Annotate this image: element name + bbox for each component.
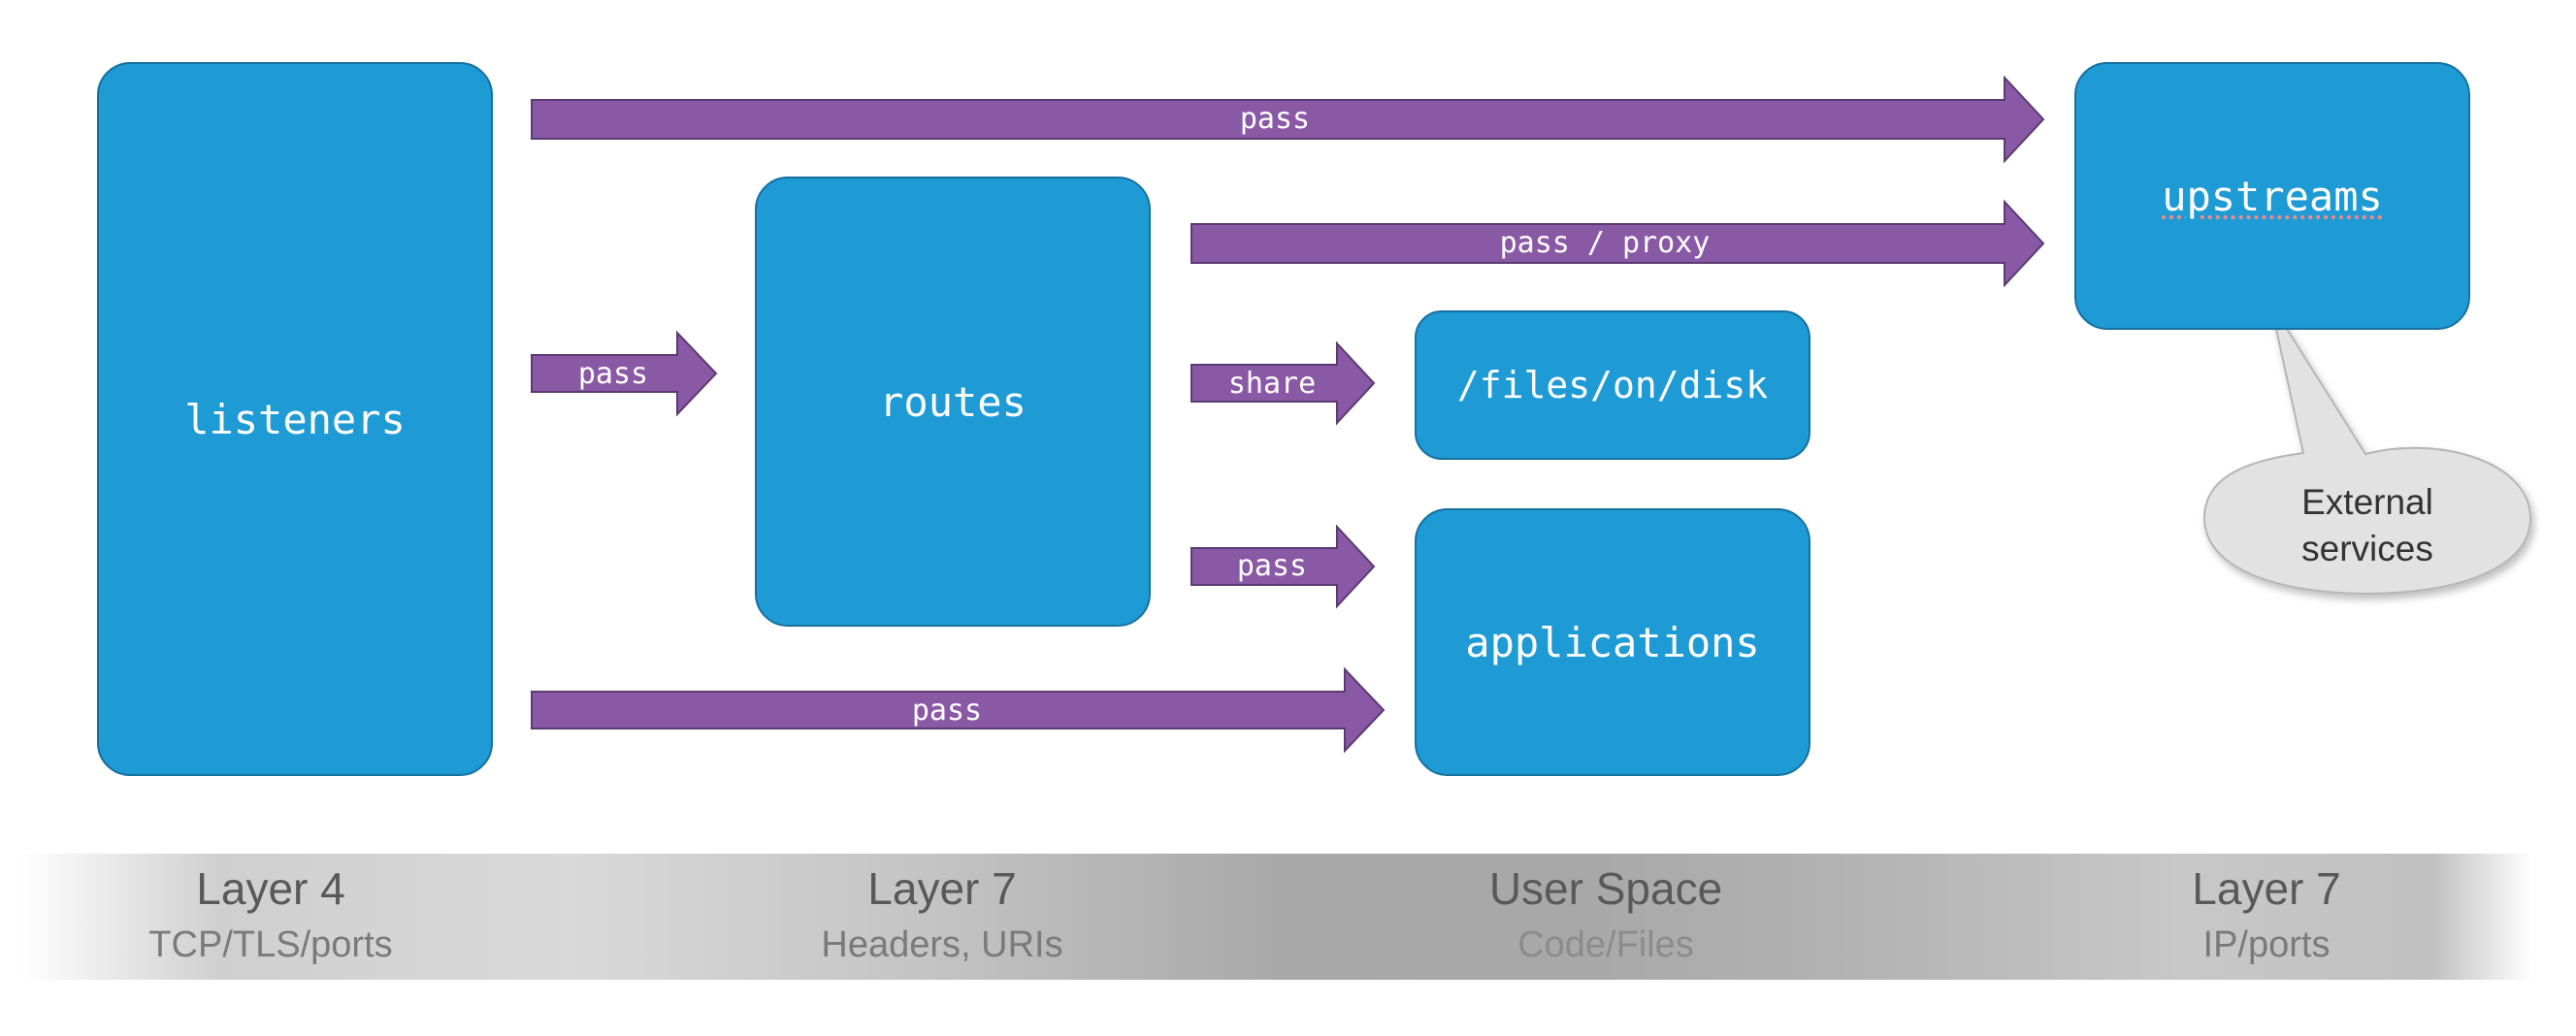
applications-label: applications bbox=[1465, 618, 1760, 666]
upstreams-label: upstreams bbox=[2162, 172, 2383, 220]
applications-box: applications bbox=[1415, 508, 1810, 776]
listeners-label: listeners bbox=[184, 395, 406, 443]
layer-title: Layer 4 bbox=[196, 863, 345, 914]
arrow-routes-to-files bbox=[1190, 340, 1376, 426]
arrow-routes-to-applications bbox=[1190, 524, 1376, 609]
files-box: /files/on/disk bbox=[1415, 310, 1810, 460]
arrow-label-listeners-to-upstreams: pass bbox=[1239, 102, 1311, 136]
layer-subtitle: IP/ports bbox=[2202, 923, 2331, 965]
arrow-listeners-to-applications bbox=[531, 666, 1386, 754]
layer-title: Layer 7 bbox=[2192, 863, 2341, 914]
arrow-label-routes-to-applications: pass bbox=[1236, 549, 1308, 583]
layer-column-4: Layer 7 IP/ports bbox=[2024, 861, 2509, 973]
layer-column-1: Layer 4 TCP/TLS/ports bbox=[28, 861, 513, 973]
layer-title: Layer 7 bbox=[867, 863, 1017, 914]
layer-column-2: Layer 7 Headers, URIs bbox=[700, 861, 1185, 973]
listeners-box: listeners bbox=[97, 62, 493, 776]
callout-text: External services bbox=[2222, 479, 2513, 572]
arrow-label-routes-to-upstreams: pass / proxy bbox=[1499, 226, 1711, 260]
arrow-label-routes-to-files: share bbox=[1227, 367, 1317, 401]
routes-box: routes bbox=[755, 177, 1151, 627]
layer-subtitle: TCP/TLS/ports bbox=[148, 923, 393, 965]
layer-column-3: User Space Code/Files bbox=[1363, 861, 1848, 973]
arrow-label-listeners-to-routes: pass bbox=[577, 357, 649, 391]
layer-band bbox=[19, 854, 2532, 980]
routes-label: routes bbox=[879, 377, 1027, 426]
files-label: /files/on/disk bbox=[1456, 364, 1769, 406]
layer-subtitle: Code/Files bbox=[1517, 923, 1694, 965]
arrow-label-listeners-to-applications: pass bbox=[911, 694, 983, 728]
arrow-listeners-to-upstreams bbox=[531, 75, 2045, 164]
arrow-listeners-to-routes bbox=[531, 330, 718, 417]
arrow-routes-to-upstreams bbox=[1190, 199, 2045, 288]
upstreams-box: upstreams bbox=[2074, 62, 2470, 330]
layer-title: User Space bbox=[1488, 863, 1723, 914]
callout-bubble bbox=[2202, 302, 2532, 596]
callout-line-1: External bbox=[2301, 482, 2433, 522]
callout-line-2: services bbox=[2301, 529, 2433, 569]
layer-subtitle: Headers, URIs bbox=[821, 923, 1063, 965]
